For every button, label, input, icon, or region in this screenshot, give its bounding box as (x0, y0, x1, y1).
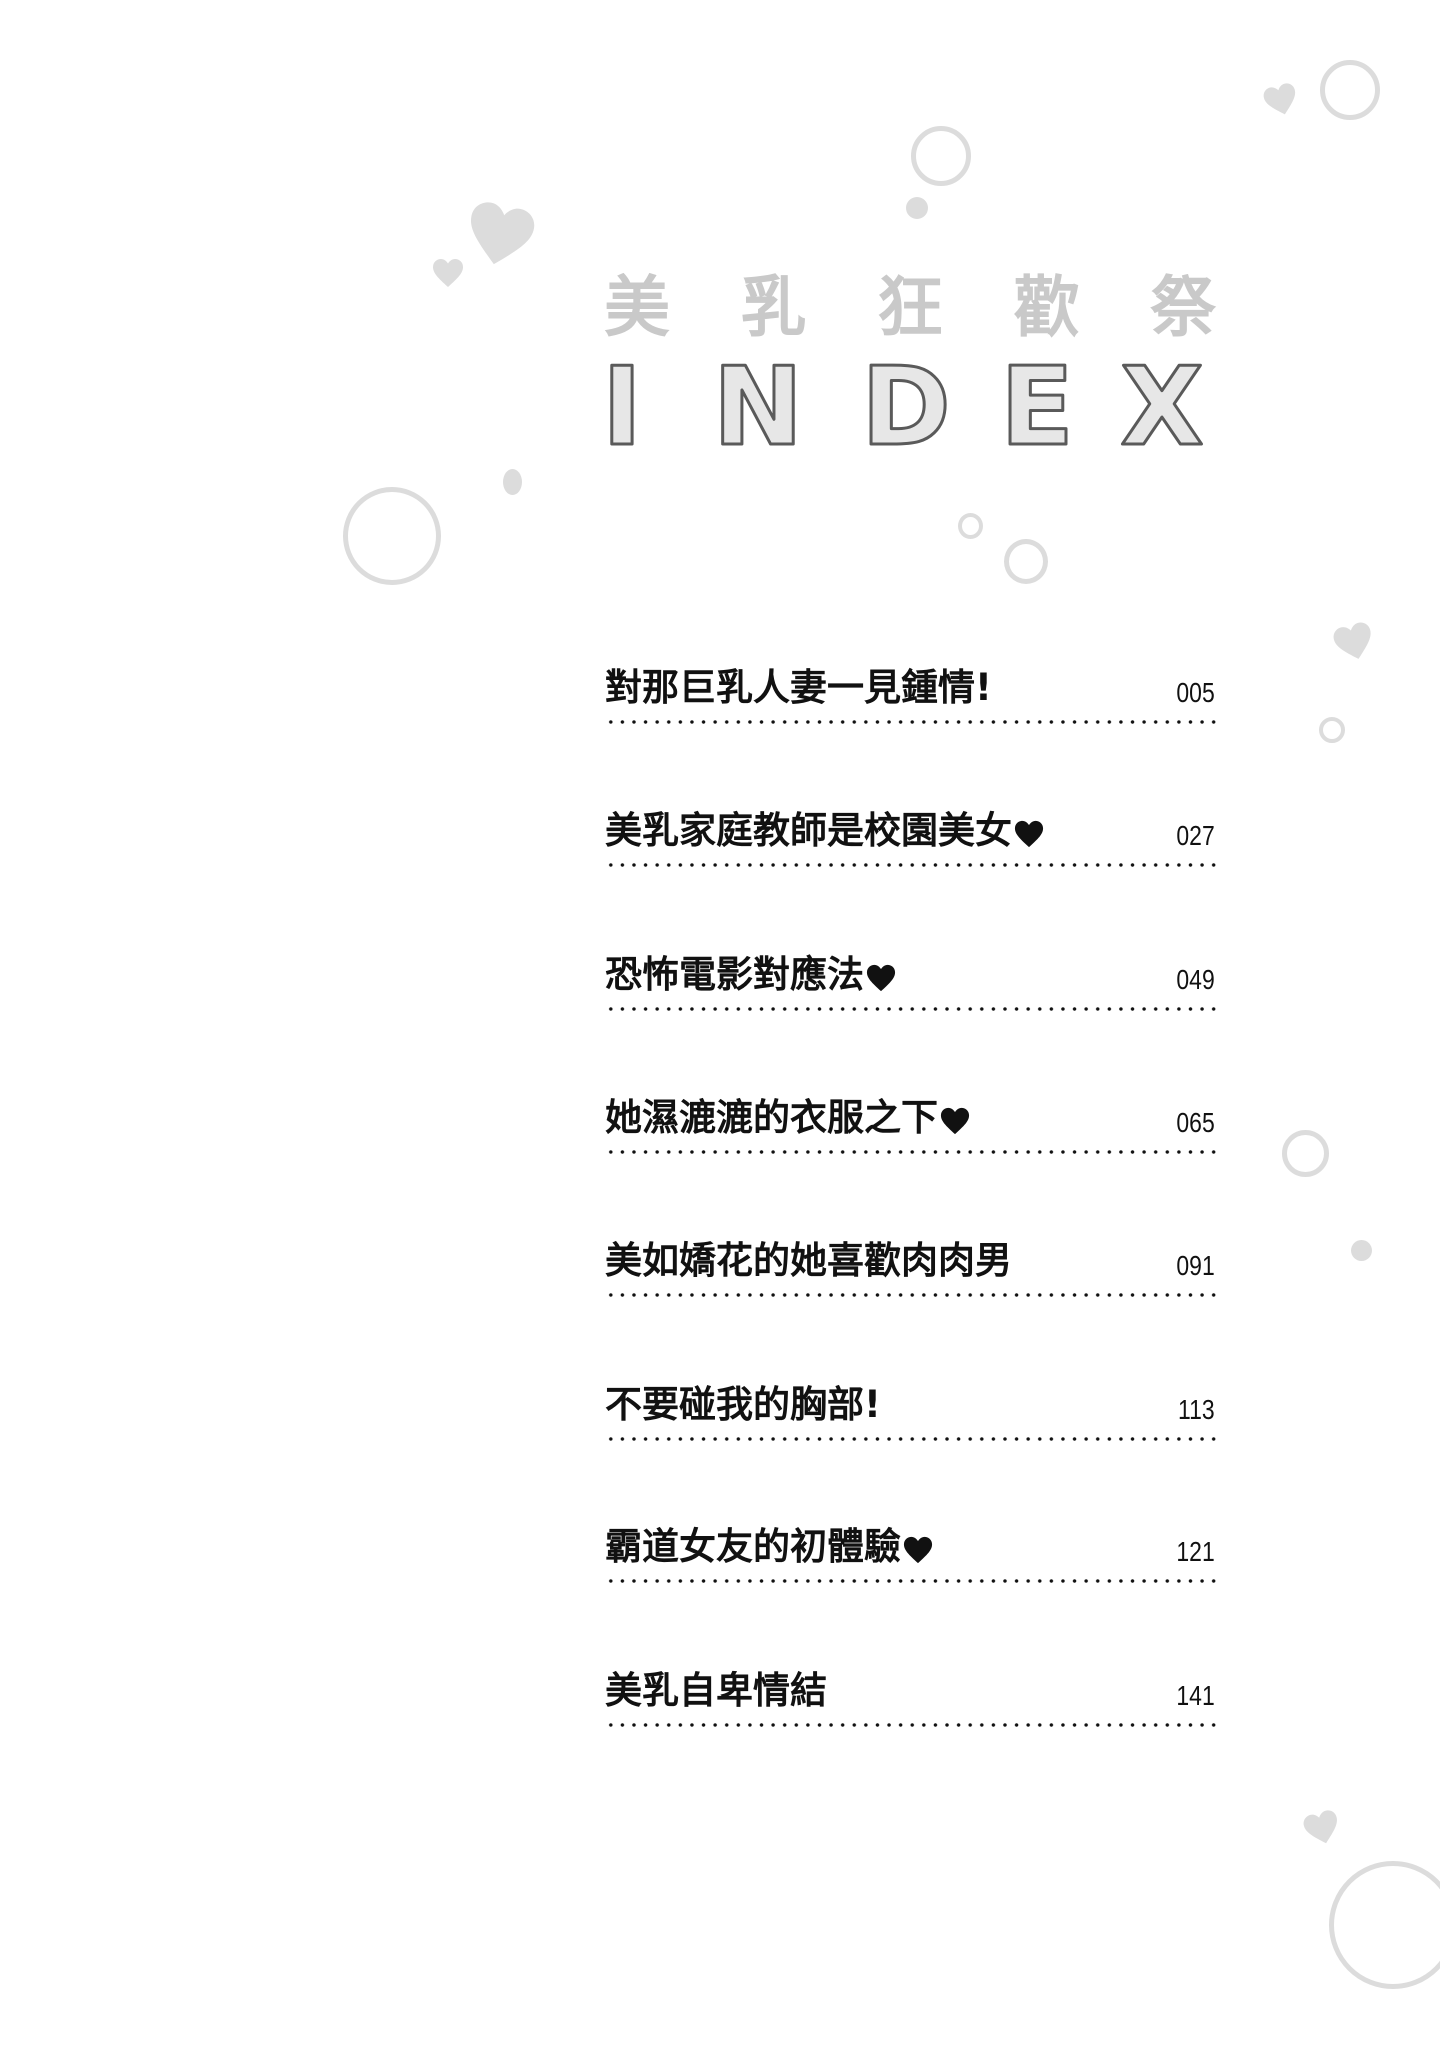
decor-dot-icon (906, 197, 928, 219)
dotted-leader (605, 1293, 1219, 1297)
page-number: 113 (1178, 1394, 1215, 1425)
toc-entry[interactable]: 美如嬌花的她喜歡肉肉男 091 (605, 1237, 1219, 1297)
chapter-title: 不要碰我的胸部! (605, 1383, 881, 1426)
chapter-title: 她濕漉漉的衣服之下 (605, 1096, 970, 1140)
toc-entry[interactable]: 美乳自卑情結 141 (605, 1667, 1219, 1727)
page-number: 141 (1176, 1680, 1215, 1711)
title-char: 乳 (740, 269, 807, 346)
decor-heart-icon (1330, 618, 1379, 667)
title-char: 美 (604, 269, 670, 346)
dotted-leader (605, 1007, 1219, 1011)
dotted-leader (605, 1579, 1219, 1583)
title-char: 狂 (877, 269, 943, 346)
index-heading: I N D E X (600, 356, 1220, 448)
toc-entry[interactable]: 對那巨乳人妻一見鍾情! 005 (605, 664, 1219, 724)
heart-icon (1014, 819, 1044, 849)
index-letter: E (1000, 356, 1074, 448)
decor-dot-icon (503, 469, 522, 495)
toc-entry[interactable]: 美乳家庭教師是校園美女 027 (605, 807, 1219, 867)
page-number: 091 (1176, 1250, 1215, 1281)
index-letter: N (713, 356, 803, 448)
chapter-title: 對那巨乳人妻一見鍾情! (605, 666, 992, 709)
index-letter: I (602, 356, 642, 448)
dotted-leader (605, 720, 1219, 724)
index-letter: X (1120, 356, 1203, 448)
heart-icon (866, 963, 896, 993)
decor-ring-icon (1282, 1130, 1329, 1177)
toc-entry[interactable]: 不要碰我的胸部! 113 (605, 1381, 1219, 1441)
chapter-title: 美乳家庭教師是校園美女 (605, 809, 1044, 853)
title-char: 祭 (1150, 269, 1216, 346)
dotted-leader (605, 1437, 1219, 1441)
dotted-leader (605, 1150, 1219, 1154)
toc-entry[interactable]: 恐怖電影對應法 049 (605, 951, 1219, 1011)
decor-ring-icon (343, 487, 441, 585)
decor-ring-icon (911, 126, 971, 186)
toc-entry[interactable]: 霸道女友的初體驗 121 (605, 1523, 1219, 1583)
decor-ring-icon (1319, 717, 1345, 743)
chapter-title: 霸道女友的初體驗 (605, 1525, 933, 1569)
decor-heart-icon (432, 257, 464, 289)
chapter-title: 恐怖電影對應法 (605, 953, 896, 997)
decor-heart-icon (1300, 1806, 1344, 1850)
page-number: 065 (1176, 1107, 1215, 1138)
decor-ring-icon (1329, 1861, 1440, 1989)
page-number: 005 (1176, 677, 1215, 708)
decor-dot-icon (1351, 1240, 1372, 1261)
decor-ring-icon (1320, 60, 1380, 120)
book-title: 美 乳 狂 歡 祭 (600, 268, 1220, 348)
chapter-title: 美如嬌花的她喜歡肉肉男 (605, 1239, 1012, 1282)
page-number: 121 (1176, 1536, 1215, 1567)
decor-heart-icon (459, 192, 541, 279)
chapter-title: 美乳自卑情結 (605, 1669, 827, 1712)
heart-icon (940, 1106, 970, 1136)
toc-entry[interactable]: 她濕漉漉的衣服之下 065 (605, 1094, 1219, 1154)
decor-ring-icon (958, 513, 983, 539)
decor-ring-icon (1004, 539, 1048, 584)
page-number: 027 (1176, 820, 1215, 851)
page-number: 049 (1176, 964, 1215, 995)
dotted-leader (605, 863, 1219, 867)
index-letter: D (861, 356, 951, 448)
title-char: 歡 (1013, 269, 1080, 346)
dotted-leader (605, 1723, 1219, 1727)
decor-heart-icon (1260, 79, 1302, 121)
heart-icon (903, 1535, 933, 1565)
